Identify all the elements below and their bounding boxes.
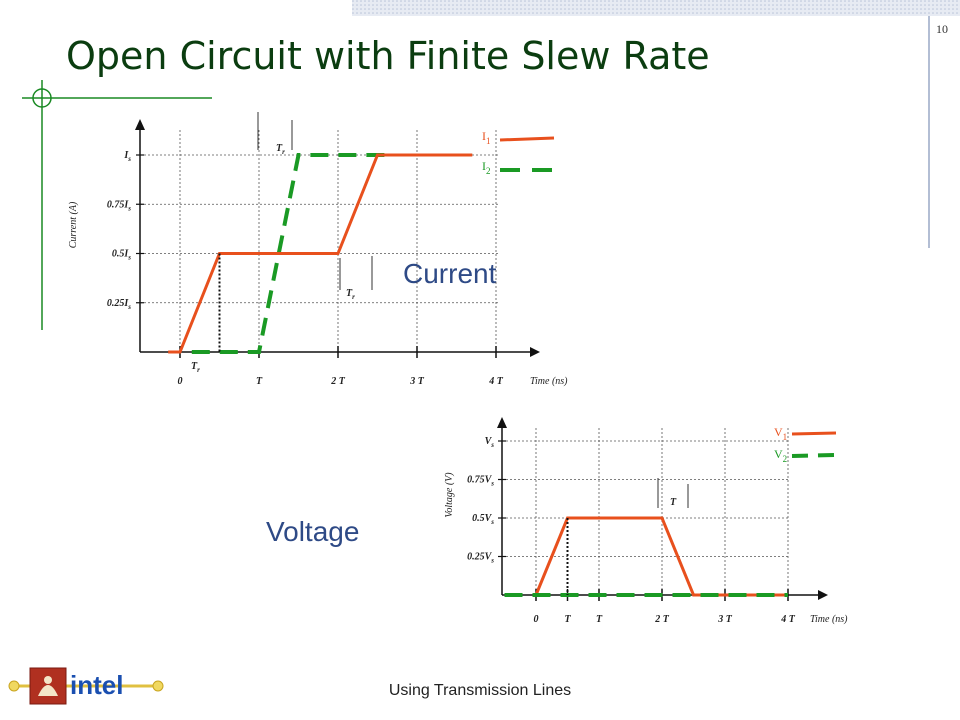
slide-title: Open Circuit with Finite Slew Rate [66,34,710,78]
y-tick-label: 0.25Vs [467,552,494,565]
x-tick-label: T [256,376,263,387]
intel-logo: intel [8,667,164,705]
title-rule-ring [32,88,52,108]
x-tick-label: 4 T [780,614,796,625]
header-band [352,0,960,16]
x-tick-label: 0 [534,614,539,625]
x-tick-label: 3 T [409,376,425,387]
slew-label: T [670,497,677,508]
footer-text: Using Transmission Lines [388,682,572,699]
y-axis-title: Voltage (V) [444,472,455,518]
x-tick-label: 3 T [717,614,733,625]
y-tick-label: Is [123,150,131,163]
legend-swatch [791,453,837,458]
x-tick-label: T [596,614,603,625]
page-number: 10 [936,22,948,36]
legend-swatch [791,431,837,436]
x-axis-title: Time (ns) [530,376,568,387]
x-tick-label: 4 T [488,376,504,387]
voltage-label: Voltage [266,516,360,547]
x-axis-title: Time (ns) [810,614,848,625]
series-i1-line [168,153,473,354]
x-axis-arrow [818,590,828,600]
x-tick-label: 2 T [654,614,670,625]
x-tick-label: 0 [178,376,183,387]
series-i2-line [191,153,386,354]
y-axis-arrow [135,119,145,130]
y-axis-arrow [497,417,507,428]
y-tick-label: Vs [485,436,495,449]
legend-swatch [499,136,555,142]
slew-label: Tr [191,361,200,374]
y-tick-label: 0.5Vs [472,513,494,526]
x-axis-arrow [530,347,540,357]
legend-label: V2 [774,447,787,464]
legend-label: V1 [774,425,787,442]
legend-label: I1 [482,129,491,146]
y-tick-label: 0.5Is [112,249,131,262]
y-axis-title: Current (A) [68,201,79,248]
y-tick-label: 0.75Is [107,199,131,212]
current-label: Current [403,258,497,289]
x-tick-label: T [564,614,571,625]
series-v1-line [534,516,788,597]
slew-label: Tr [346,288,355,301]
slew-label: Tr [276,143,285,156]
logo-wordmark: intel [70,670,123,700]
y-tick-label: 0.75Vs [467,475,494,488]
x-tick-label: 2 T [330,376,346,387]
legend-label: I2 [482,159,491,176]
y-tick-label: 0.25Is [107,298,131,311]
